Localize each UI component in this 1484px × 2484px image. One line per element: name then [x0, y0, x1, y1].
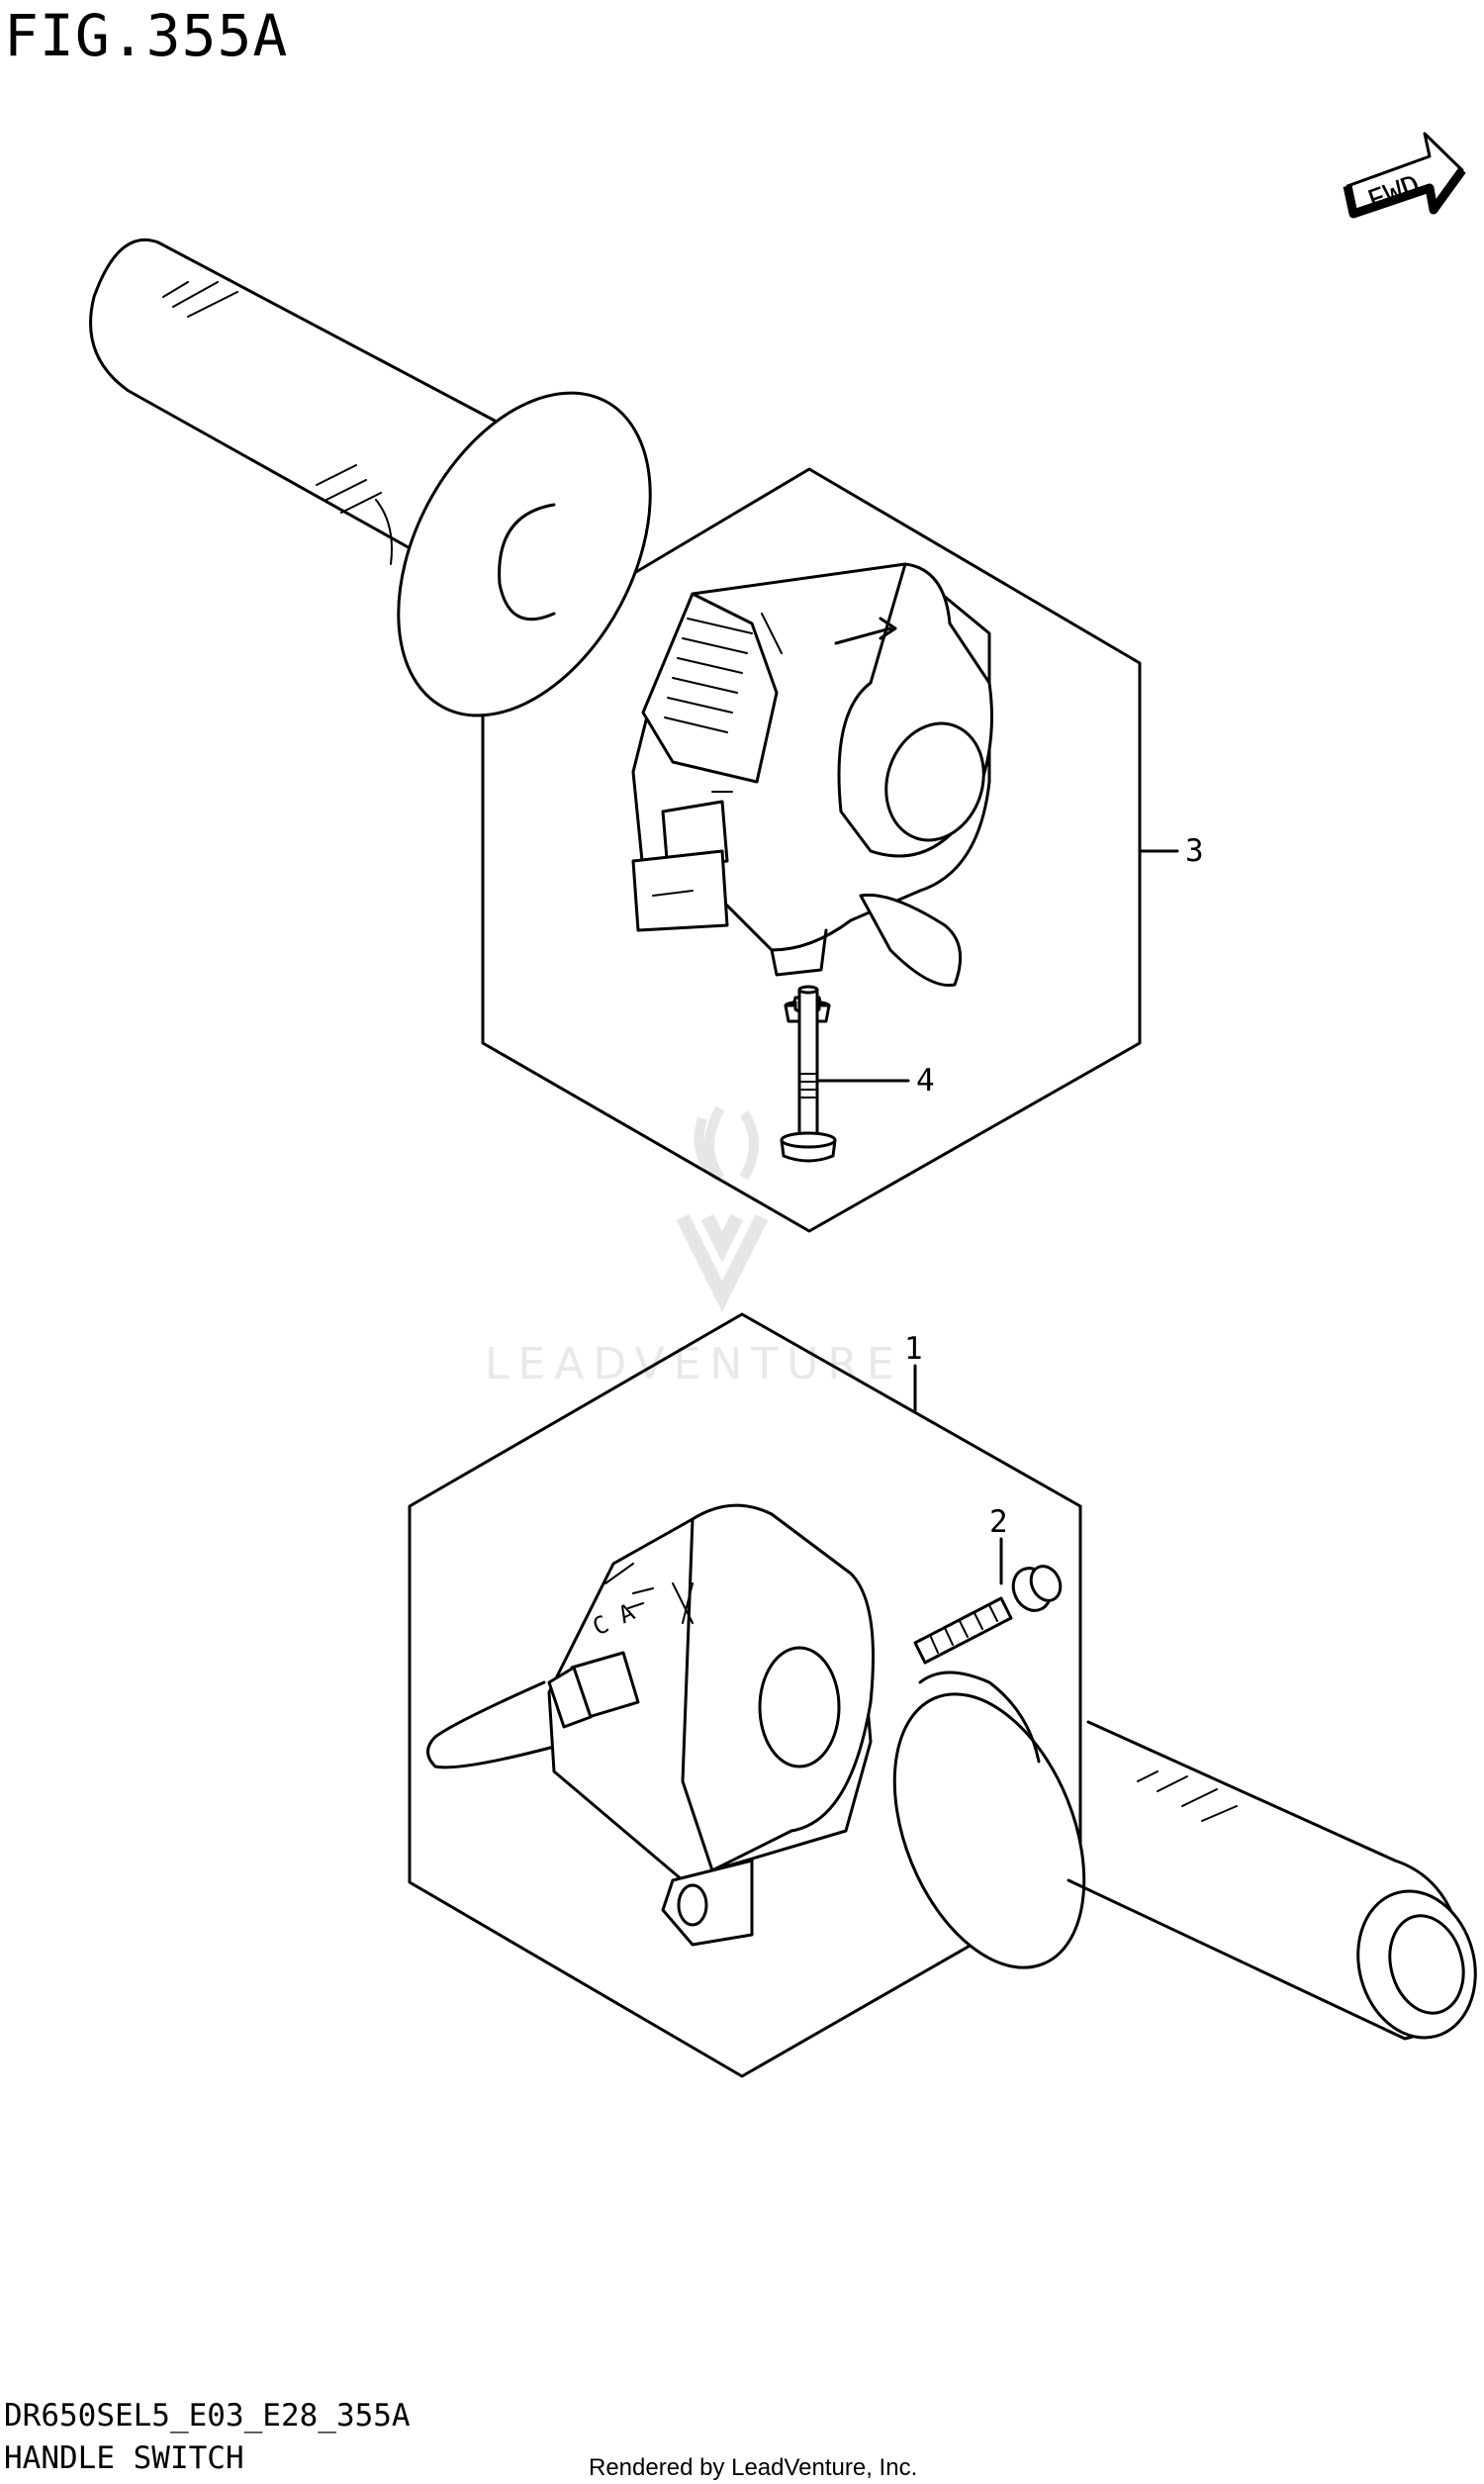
screw-part-2	[913, 1537, 1063, 1665]
figure-title: FIG.355A	[4, 2, 289, 69]
callout-1: 1	[904, 1331, 923, 1367]
callout-4: 4	[916, 1063, 935, 1099]
assembly-boundary-lower	[408, 1312, 1082, 2078]
render-credit: Rendered by LeadVenture, Inc.	[589, 2454, 918, 2481]
right-grip	[892, 1671, 1477, 2041]
fwd-arrow-icon: FWD	[1343, 132, 1466, 220]
watermark: LEADVENTURE	[485, 1105, 903, 1389]
left-grip	[89, 238, 652, 717]
callout-3: 3	[1185, 833, 1204, 869]
figure-name: HANDLE SWITCH	[4, 2440, 244, 2476]
watermark-text: LEADVENTURE	[485, 1339, 903, 1389]
right-handle-switch	[631, 562, 993, 988]
callout-2: 2	[989, 1504, 1008, 1540]
screw-part-4	[780, 985, 837, 1163]
left-handle-switch: C A	[426, 1503, 875, 1947]
figure-code: DR650SEL5_E03_E28_355A	[4, 2398, 411, 2434]
